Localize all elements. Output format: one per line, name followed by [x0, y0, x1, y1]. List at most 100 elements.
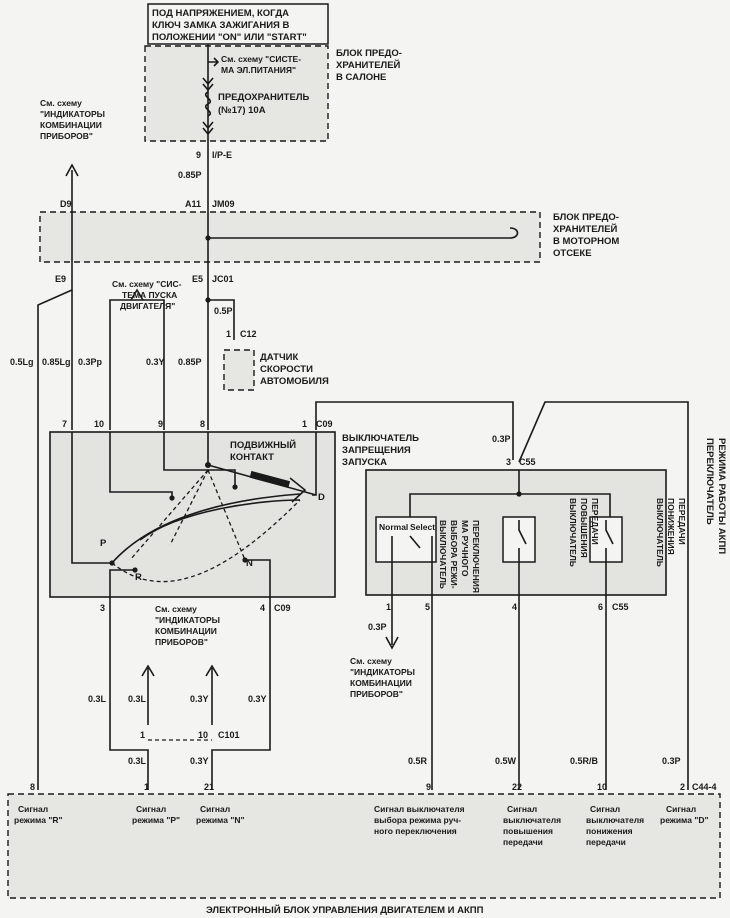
c12-pin: 1	[226, 329, 231, 339]
wire-085p-top: 0.85P	[178, 170, 202, 180]
c55-top: C55	[519, 457, 536, 467]
wire-03l-c: 0.3L	[128, 756, 147, 766]
pin-9: 9	[158, 419, 163, 429]
c09-c55-wire	[315, 401, 514, 460]
wire-05w-label: 0.5W	[495, 756, 517, 766]
cabin-fuse-box	[144, 45, 329, 142]
pin-8: 8	[200, 419, 205, 429]
sig-down-4: передачи	[586, 837, 626, 847]
power-note-line-3: ПОЛОЖЕНИИ "ON" ИЛИ "START"	[152, 32, 307, 43]
wire-03p-d	[518, 401, 689, 790]
pin-1-c09: 1	[302, 419, 307, 429]
sig-manual-1: Сигнал выключателя	[374, 804, 465, 814]
wire-03l-a: 0.3L	[88, 694, 107, 704]
c101-pin-10: 10	[198, 730, 208, 740]
wire-03y-c: 0.3Y	[190, 756, 209, 766]
wire-085p-mid-label: 0.85P	[178, 357, 202, 367]
mode-label-1: ПЕРЕКЛЮЧАТЕЛЬ	[704, 438, 715, 525]
ecu-pin-9: 9	[426, 782, 431, 792]
manual-select-switch	[375, 516, 437, 563]
power-ref-arrow	[208, 57, 220, 67]
wire-03y	[211, 597, 271, 790]
sig-n-1: Сигнал	[200, 804, 230, 814]
start-ref-wire	[109, 299, 165, 430]
wire-05r-label: 0.5R	[408, 756, 428, 766]
engine-fuse-label-4: ОТСЕКЕ	[553, 248, 592, 259]
cluster-ref-top-arrow	[65, 163, 79, 205]
start-ref-2: ТЕМА ПУСКА	[122, 290, 177, 300]
moving-contact-icon	[249, 470, 291, 489]
junction-dot	[109, 560, 115, 566]
e5-pin: E5	[192, 274, 203, 284]
jm09-connector: JM09	[212, 199, 235, 209]
junction-dot	[205, 297, 211, 303]
cluster-ref-bot-1: См. схему	[155, 604, 197, 614]
c09-bot: C09	[274, 603, 291, 613]
wire-05lg-label: 0.5Lg	[10, 357, 34, 367]
cluster-ref-right-2: "ИНДИКАТОРЫ	[350, 667, 415, 677]
switch-dashed-radials	[129, 469, 246, 561]
speed-label-2: СКОРОСТИ	[260, 364, 313, 375]
power-ref-line-2: МА ЭЛ.ПИТАНИЯ"	[221, 65, 296, 75]
cabin-fuse-label-2: ХРАНИТЕЛЕЙ	[336, 59, 401, 71]
d9-pin: D9	[60, 199, 72, 209]
engine-fuse-box	[39, 211, 541, 263]
sig-down-3: понижения	[586, 826, 633, 836]
cluster-ref-top-1: См. схему	[40, 98, 82, 108]
connector-chevron-icon	[202, 77, 214, 92]
c101-pin-1: 1	[140, 730, 145, 740]
pin-3-c55: 3	[506, 457, 511, 467]
sig-r-1: Сигнал	[18, 804, 48, 814]
upshift-contact-icon	[518, 520, 527, 562]
pos-n: N	[246, 558, 253, 569]
junction-dot	[516, 491, 522, 497]
ecu-pin-10: 10	[597, 782, 607, 792]
cabin-fuse-label-3: В САЛОНЕ	[336, 72, 386, 83]
normal-label: Normal	[379, 522, 408, 532]
wire-03pp-label: 0.3Pp	[78, 357, 103, 367]
sig-r-2: режима "R"	[14, 815, 63, 825]
c44-connector: C44-4	[692, 782, 717, 792]
down-3: ПЕРЕДАЧИ	[677, 498, 687, 545]
cluster-ref-top-4: ПРИБОРОВ"	[40, 131, 93, 141]
fuse-label-2: (№17) 10А	[218, 105, 266, 116]
sig-manual-3: ного переключения	[374, 826, 457, 836]
sig-up-4: передачи	[503, 837, 543, 847]
down-1: ВЫКЛЮЧАТЕЛЬ	[655, 498, 665, 567]
fuse-icon	[204, 91, 212, 117]
wire-05p	[208, 299, 235, 340]
sig-d-1: Сигнал	[666, 804, 696, 814]
manual-sel-3: МА РУЧНОГО	[460, 520, 470, 577]
power-note-line-2: КЛЮЧ ЗАМКА ЗАЖИГАНИЯ В	[152, 20, 290, 31]
start-ref-3: ДВИГАТЕЛЯ"	[120, 301, 175, 311]
c12-connector: C12	[240, 329, 257, 339]
cluster-ref-right-1: См. схему	[350, 656, 392, 666]
pin-10: 10	[94, 419, 104, 429]
inhibitor-label-2: ЗАПРЕЩЕНИЯ	[342, 445, 411, 456]
wire-03p-right-label: 0.3P	[492, 434, 511, 444]
speed-sensor-box	[223, 349, 255, 391]
pin-4-c55: 4	[512, 602, 517, 612]
pin-3: 3	[100, 603, 105, 613]
wire-03l-b: 0.3L	[128, 694, 147, 704]
ecu-pin-21: 21	[204, 782, 214, 792]
down-2: ПОНИЖЕНИЯ	[666, 498, 676, 555]
sig-d-2: режима "D"	[660, 815, 709, 825]
select-label: Select	[410, 522, 435, 532]
c09-top: C09	[316, 419, 333, 429]
ecu-pin-2: 2	[680, 782, 685, 792]
mode-selector-label: ПЕРЕКЛЮЧАТЕЛЬ РЕЖИМА РАБОТЫ АКПП	[704, 438, 727, 554]
sig-down-1: Сигнал	[590, 804, 620, 814]
engine-fuse-label-3: В МОТОРНОМ	[553, 236, 619, 247]
c101-l-branch	[141, 664, 155, 725]
connector-chevron-icon	[202, 121, 214, 136]
wire-03l	[109, 597, 149, 790]
junction-dot	[205, 462, 211, 468]
wire-03y-b: 0.3Y	[248, 694, 267, 704]
cluster-ref-bot-4: ПРИБОРОВ"	[155, 637, 208, 647]
manual-select-contact-icon	[391, 535, 433, 562]
cluster-ref-top-2: "ИНДИКАТОРЫ	[40, 109, 105, 119]
manual-sel-2: ВЫБОРА РЕЖИ-	[449, 520, 459, 589]
engine-fuse-label-2: ХРАНИТЕЛЕЙ	[553, 223, 618, 235]
